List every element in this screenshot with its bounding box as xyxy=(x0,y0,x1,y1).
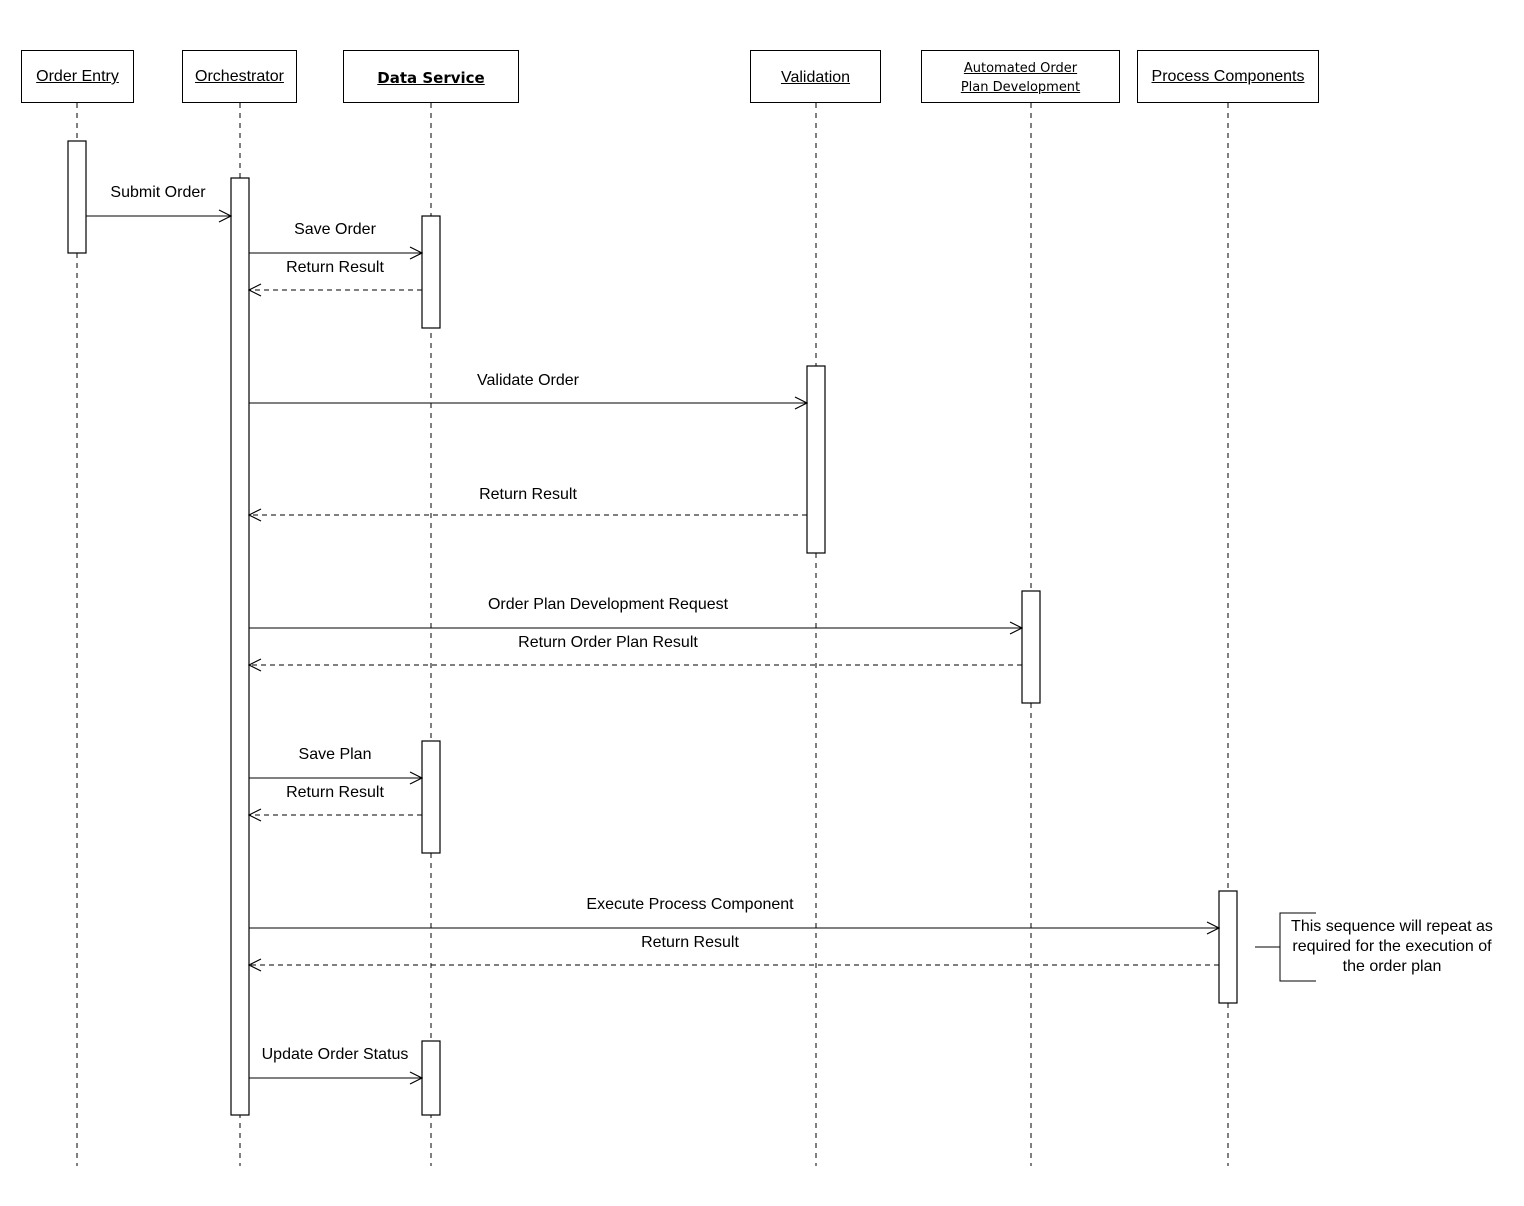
lifeline-label-plan-development-line2: Plan Development xyxy=(960,79,1081,95)
note-line-2: required for the execution of xyxy=(1292,938,1492,955)
note-line-3: the order plan xyxy=(1342,958,1442,975)
activation-order-entry xyxy=(67,140,87,254)
lifeline-header-order-entry: Order Entry xyxy=(21,50,134,103)
message-label-return-result-1: Return Result xyxy=(286,259,384,276)
lifeline-label-automated-order-line1: Automated Order xyxy=(963,60,1078,76)
activation-data-service-2 xyxy=(421,740,441,854)
lifeline-header-data-service: Data Service xyxy=(343,50,519,103)
activation-data-service-1 xyxy=(421,215,441,329)
message-label-validate-order: Validate Order xyxy=(477,372,579,389)
message-label-execute-process-component: Execute Process Component xyxy=(586,896,794,913)
lifeline-label-process-components: Process Components xyxy=(1151,68,1305,85)
message-label-save-plan: Save Plan xyxy=(298,746,372,763)
activation-validation xyxy=(806,365,826,554)
message-label-return-result-4: Return Result xyxy=(641,934,739,951)
note-bracket xyxy=(1255,912,1316,982)
activation-automated-order-plan-development xyxy=(1021,590,1041,704)
activation-orchestrator xyxy=(230,177,250,1116)
lifeline-header-automated-order-plan-development: Automated Order Plan Development xyxy=(921,50,1120,103)
message-label-submit-order: Submit Order xyxy=(110,184,206,201)
lifeline-label-data-service: Data Service xyxy=(377,69,485,87)
message-label-update-order-status: Update Order Status xyxy=(261,1046,409,1063)
lifeline-label-orchestrator: Orchestrator xyxy=(195,68,284,85)
message-label-save-order: Save Order xyxy=(294,221,376,238)
lifeline-header-process-components: Process Components xyxy=(1137,50,1319,103)
message-label-return-order-plan-result: Return Order Plan Result xyxy=(518,634,698,651)
message-label-return-result-3: Return Result xyxy=(286,784,384,801)
lifeline-label-validation: Validation xyxy=(780,69,851,86)
lifeline-header-orchestrator: Orchestrator xyxy=(182,50,297,103)
note-line-1: This sequence will repeat as xyxy=(1291,918,1493,935)
activation-data-service-3 xyxy=(421,1040,441,1116)
message-label-return-result-2: Return Result xyxy=(479,486,577,503)
activation-process-components xyxy=(1218,890,1238,1004)
repeat-sequence-note: This sequence will repeat as required fo… xyxy=(1282,917,1502,977)
message-label-order-plan-development-request: Order Plan Development Request xyxy=(487,596,729,613)
lifeline-label-order-entry: Order Entry xyxy=(36,68,119,85)
lifeline-header-validation: Validation xyxy=(750,50,881,103)
